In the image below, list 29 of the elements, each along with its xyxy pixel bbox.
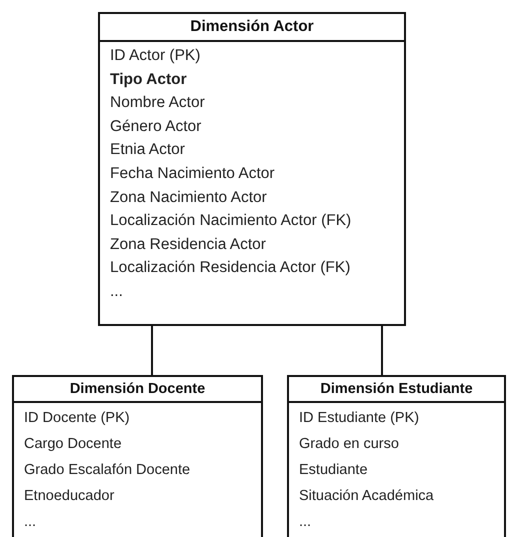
field-name: Zona Residencia Actor: [109, 234, 267, 255]
field-name: Tipo Actor: [109, 70, 188, 90]
field-name: Etnia Actor: [109, 140, 186, 160]
field-name: Situación Académica: [298, 487, 435, 506]
field-name: Zona Nacimiento Actor: [109, 188, 268, 208]
field-name: ...: [23, 513, 38, 532]
field-name: Nombre Actor: [109, 93, 206, 114]
connector-line: [151, 326, 153, 375]
connector-line: [381, 326, 383, 375]
field-name: Fecha Nacimiento Actor: [109, 164, 276, 184]
field-name: Grado Escalafón Docente: [23, 461, 192, 480]
table-box: [98, 12, 406, 326]
field-name: ...: [298, 513, 312, 532]
table-title: Dimensión Estudiante: [289, 377, 504, 403]
table-title: Dimensión Docente: [14, 377, 261, 403]
table-title: Dimensión Actor: [100, 14, 404, 42]
field-name: Etnoeducador: [23, 487, 116, 506]
field-name: ID Docente (PK): [23, 409, 131, 428]
field-name: Estudiante: [298, 461, 369, 480]
field-name: Localización Residencia Actor (FK): [109, 258, 352, 278]
table-box: [12, 375, 263, 537]
field-name: ID Actor (PK): [109, 46, 202, 66]
table-box: [287, 375, 506, 537]
field-name: Cargo Docente: [23, 435, 123, 454]
field-name: Género Actor: [109, 116, 202, 137]
field-name: ...: [109, 282, 124, 302]
field-name: ID Estudiante (PK): [298, 409, 420, 428]
field-name: Grado en curso: [298, 435, 400, 454]
field-name: Localización Nacimiento Actor (FK): [109, 211, 352, 232]
